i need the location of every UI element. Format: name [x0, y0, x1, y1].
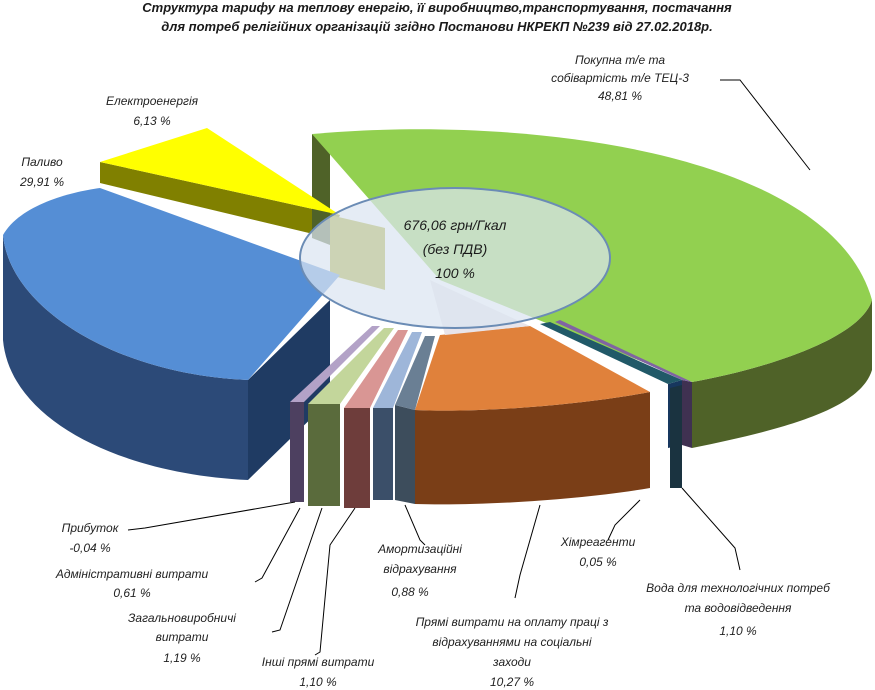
label-inshi-pct: 1,10 %: [299, 675, 337, 689]
chart-title-line-2: для потреб релігійних організацій згідно…: [161, 19, 712, 34]
center-total: 676,06 грн/Гкал: [404, 217, 507, 233]
leader-khim: [607, 499, 641, 541]
label-voda-line2: та водовідведення: [685, 601, 792, 615]
label-zagal-line1: Загальновиробничі: [128, 611, 236, 625]
label-palyvo-pct: 29,91 %: [19, 175, 64, 189]
slice-prybutok: [290, 326, 380, 402]
slice-admin: [308, 328, 394, 404]
leader-admin: [254, 507, 301, 583]
label-zagal-line2: витрати: [156, 630, 209, 644]
label-khim: Хімреагенти: [560, 535, 636, 549]
slice-side-pryami: [415, 392, 650, 505]
slice-voda: [540, 322, 682, 384]
slice-side-zagal: [344, 408, 370, 508]
label-voda-line1: Вода для технологічних потреб: [646, 581, 831, 595]
slice-side-palyvo: [3, 235, 248, 480]
leader-voda: [681, 487, 741, 571]
center-note: (без ПДВ): [423, 241, 488, 257]
slice-elektro: [100, 128, 340, 215]
label-zagal-pct: 1,19 %: [163, 651, 201, 665]
label-pryami-pct: 10,27 %: [490, 675, 534, 689]
label-elektro: Електроенергія: [106, 94, 199, 108]
label-amort-line1: Амортизаційні: [377, 542, 462, 556]
slice-pryami: [415, 326, 650, 411]
label-khim-pct: 0,05 %: [579, 555, 617, 569]
slice-palyvo: [3, 188, 340, 380]
slice-inshi: [373, 332, 422, 408]
label-inshi: Інші прямі витрати: [262, 655, 375, 669]
slice-side-pryami-front: [395, 405, 415, 504]
leader-prybutok: [127, 501, 296, 531]
label-amort-pct: 0,88 %: [391, 585, 429, 599]
label-pokupna-line1: Покупна т/е та: [575, 53, 665, 67]
label-pokupna-pct: 48,81 %: [598, 89, 642, 103]
label-pokupna-line2: собівартість т/е ТЕЦ-3: [551, 71, 689, 85]
leader-inshi: [314, 507, 356, 656]
slice-side-palyvo-front: [248, 300, 330, 480]
label-pryami-line1: Прямі витрати на оплату праці з: [416, 615, 609, 629]
slice-side-admin: [308, 404, 340, 506]
label-pryami-line3: заходи: [492, 655, 531, 669]
slice-side-pokupna-outer: [692, 300, 872, 448]
label-palyvo: Паливо: [21, 155, 63, 169]
slice-side-pokupna: [312, 134, 330, 245]
leader-pokupna: [720, 79, 811, 171]
leader-amort: [404, 504, 426, 546]
slice-khim: [555, 320, 692, 382]
slice-side-khim: [682, 380, 692, 448]
chart-title-line-1: Структура тарифу на теплову енергію, її …: [142, 0, 732, 15]
label-prybutok-pct: -0,04 %: [69, 541, 111, 555]
center-percent: 100 %: [435, 265, 475, 281]
slice-side-voda-front: [670, 385, 682, 488]
slice-zagal: [344, 330, 408, 408]
leader-pryami: [514, 504, 541, 599]
label-elektro-pct: 6,13 %: [133, 114, 171, 128]
slice-side-prybutok: [290, 402, 304, 502]
label-prybutok: Прибуток: [62, 521, 120, 535]
slice-side-elektro: [100, 162, 340, 238]
label-voda-pct: 1,10 %: [719, 624, 757, 638]
slice-side-inshi: [373, 408, 393, 500]
label-admin-pct: 0,61 %: [113, 586, 151, 600]
label-amort-line2: відрахування: [383, 562, 457, 576]
label-pryami-line2: відрахуваннями на соціальні: [432, 635, 591, 649]
leader-zagal: [271, 507, 323, 633]
slice-amort: [395, 336, 435, 410]
center-ellipse: [299, 187, 611, 329]
label-admin: Адміністративні витрати: [55, 567, 209, 581]
